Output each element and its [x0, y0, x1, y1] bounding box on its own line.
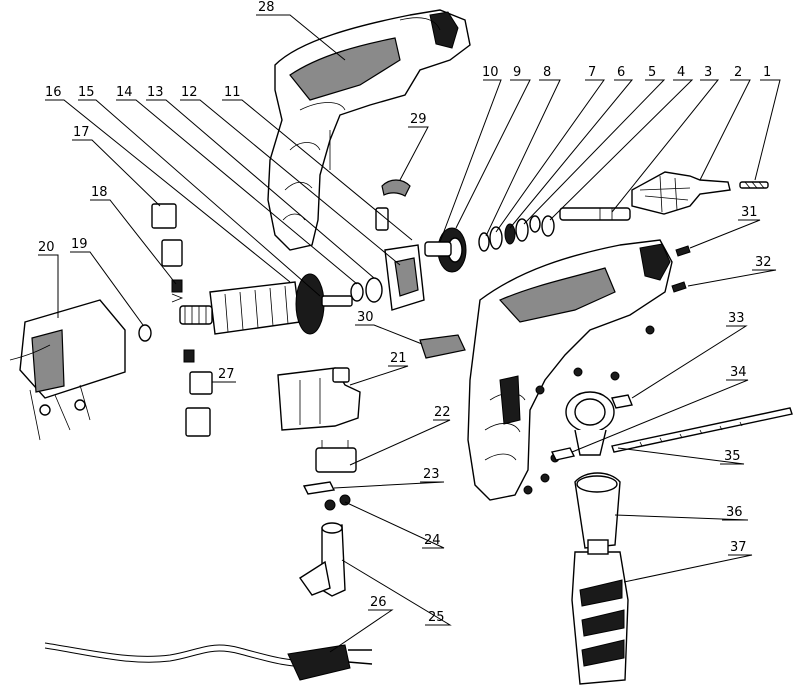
- leader-lines: [38, 14, 781, 653]
- callout-27: 27: [218, 367, 235, 382]
- callout-29: 29: [410, 112, 427, 127]
- carbon-brush-part: [171, 279, 184, 303]
- shaft-part: [424, 241, 452, 257]
- armature-part: [179, 273, 353, 335]
- bearing-14-part: [350, 282, 364, 302]
- callout-26: 26: [370, 595, 387, 610]
- callout-labels: 1 2 3 4 5 6 7 8 9 10 11 12 13 14 15 16 1…: [38, 0, 772, 625]
- callout-30: 30: [357, 310, 374, 325]
- brush-holder-top-part: [151, 203, 183, 267]
- callout-20: 20: [38, 240, 55, 255]
- callout-1: 1: [763, 65, 771, 80]
- washer-5-part: [515, 218, 529, 242]
- callout-25: 25: [428, 610, 445, 625]
- spindle-part: [559, 207, 631, 221]
- callout-16: 16: [45, 85, 62, 100]
- callout-15: 15: [78, 85, 95, 100]
- callout-21: 21: [390, 351, 407, 366]
- callout-24: 24: [424, 533, 441, 548]
- cover-30-part: [419, 334, 466, 359]
- handle-clamp-ring-part: [565, 391, 633, 456]
- callout-10: 10: [482, 65, 499, 80]
- drill-bit-part: [739, 181, 769, 189]
- callout-7: 7: [588, 65, 596, 80]
- washer-19-part: [138, 324, 152, 342]
- auxiliary-handle-part: [571, 539, 629, 685]
- callout-22: 22: [434, 405, 451, 420]
- callout-11: 11: [224, 85, 241, 100]
- screw-32-part: [671, 281, 687, 293]
- handle-clamp-36-part: [574, 472, 621, 549]
- callout-17: 17: [73, 125, 90, 140]
- cord-guard-part: [299, 522, 346, 597]
- switch-lever-part: [375, 179, 411, 231]
- callout-33: 33: [728, 311, 745, 326]
- callout-18: 18: [91, 185, 108, 200]
- callout-19: 19: [71, 237, 88, 252]
- washer-34-part: [550, 447, 576, 461]
- callout-31: 31: [741, 205, 758, 220]
- callout-23: 23: [423, 467, 440, 482]
- washer-7-part: [489, 226, 503, 250]
- callout-3: 3: [704, 65, 712, 80]
- suppressor-part: [315, 440, 357, 473]
- callout-9: 9: [513, 65, 521, 80]
- brush-holder-bottom-part: [183, 349, 213, 437]
- callout-28: 28: [258, 0, 275, 15]
- callout-5: 5: [648, 65, 656, 80]
- washer-8-part: [478, 232, 490, 252]
- callout-2: 2: [734, 65, 742, 80]
- screw-31-part: [675, 245, 691, 257]
- chuck-part: [631, 171, 731, 215]
- washer-4-part: [529, 215, 555, 237]
- screws-24-part: [324, 494, 351, 511]
- assembled-drill-body-part: [467, 239, 673, 501]
- callout-6: 6: [617, 65, 625, 80]
- callout-14: 14: [116, 85, 133, 100]
- switch-part: [277, 367, 361, 431]
- callout-35: 35: [724, 449, 741, 464]
- gearbox-plate-part: [384, 244, 425, 311]
- callout-4: 4: [677, 65, 685, 80]
- cord-clamp-part: [302, 481, 336, 495]
- power-cord-part: [44, 642, 373, 681]
- callout-34: 34: [730, 365, 747, 380]
- callout-13: 13: [147, 85, 164, 100]
- callout-32: 32: [755, 255, 772, 270]
- callout-37: 37: [730, 540, 747, 555]
- bearing-13-part: [365, 277, 383, 303]
- gear-part: [437, 227, 467, 273]
- callout-8: 8: [543, 65, 551, 80]
- callout-12: 12: [181, 85, 198, 100]
- housing-half-left-part: [267, 9, 471, 251]
- stator-part: [9, 299, 126, 441]
- callout-36: 36: [726, 505, 743, 520]
- washer-6-part: [504, 223, 516, 245]
- depth-rod-part: [611, 407, 793, 453]
